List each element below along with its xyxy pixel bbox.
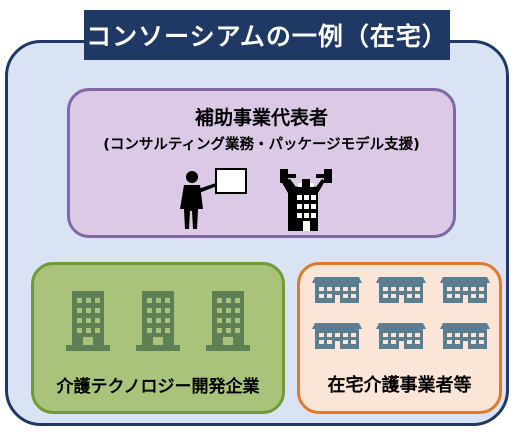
- representative-title: 補助事業代表者: [194, 107, 328, 129]
- home-care-label: 在宅介護事業者等: [327, 375, 472, 396]
- representative-box: 補助事業代表者 (コンサルティング業務・パッケージモデル支援): [67, 88, 456, 238]
- strong-building-icon: [280, 169, 332, 231]
- office-building-icon: [136, 291, 180, 351]
- facility-building-icon: [376, 323, 426, 349]
- tech-company-label: 介護テクノロジー開発企業: [56, 377, 260, 397]
- presenter-icon: [180, 168, 247, 229]
- office-building-icon: [206, 291, 250, 351]
- diagram-title: コンソーシアムの一例（在宅）: [84, 10, 450, 60]
- facility-building-icon: [440, 323, 490, 349]
- facility-building-icon: [312, 277, 362, 303]
- office-building-icon: [66, 291, 110, 351]
- home-care-box: 在宅介護事業者等: [297, 262, 502, 414]
- facility-building-icon: [376, 277, 426, 303]
- facility-building-icon: [312, 323, 362, 349]
- tech-company-box: 介護テクノロジー開発企業: [31, 262, 285, 414]
- representative-subtitle: (コンサルティング業務・パッケージモデル支援): [103, 137, 420, 153]
- facility-building-icon: [440, 277, 490, 303]
